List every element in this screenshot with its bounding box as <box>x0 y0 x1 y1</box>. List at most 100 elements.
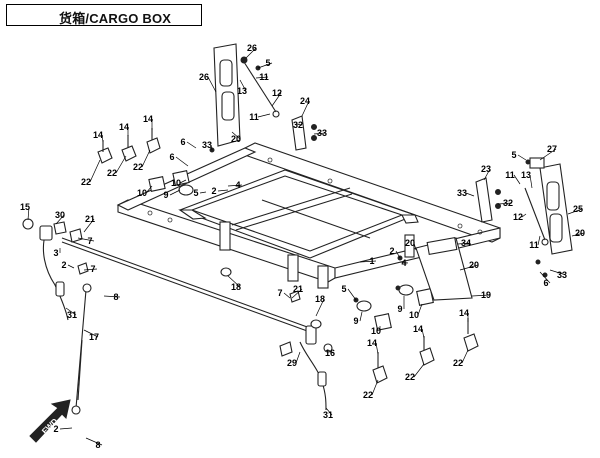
part-callout-11: 11 <box>259 72 269 82</box>
part-callout-32: 32 <box>293 120 303 130</box>
leader-line <box>399 261 409 264</box>
part-callout-9: 9 <box>397 304 402 314</box>
part-callout-13: 13 <box>237 86 247 96</box>
part-callout-10: 10 <box>137 188 147 198</box>
part-callout-23: 23 <box>481 164 491 174</box>
part-callout-3: 3 <box>53 248 58 258</box>
part-callout-14: 14 <box>93 130 103 140</box>
tail-light-right <box>524 157 573 255</box>
part-callout-22: 22 <box>81 177 91 187</box>
part-callout-22: 22 <box>453 358 463 368</box>
leader-line <box>227 275 241 288</box>
part-callout-22: 22 <box>363 390 373 400</box>
leader-line <box>521 213 527 218</box>
part-callout-30: 30 <box>55 210 65 220</box>
leader-line <box>567 208 583 215</box>
leader-lines <box>27 47 585 446</box>
leader-line <box>325 407 333 416</box>
part-callout-6: 6 <box>180 137 185 147</box>
leader-line <box>571 232 585 237</box>
part-callout-4: 4 <box>235 180 240 190</box>
part-callout-5: 5 <box>511 150 516 160</box>
part-callout-4: 4 <box>401 258 406 268</box>
part-callout-2: 2 <box>389 246 394 256</box>
leader-line <box>465 192 475 197</box>
part-callout-13: 13 <box>521 170 531 180</box>
part-callout-25: 25 <box>573 204 583 214</box>
leader-line <box>239 79 247 92</box>
part-callout-11: 11 <box>505 170 515 180</box>
leader-line <box>461 349 469 364</box>
part-callout-33: 33 <box>202 140 212 150</box>
leader-line <box>539 148 557 161</box>
leader-line <box>471 294 491 297</box>
part-callout-22: 22 <box>107 168 117 178</box>
leader-line <box>375 342 379 355</box>
leader-line <box>89 159 101 183</box>
part-callout-17: 17 <box>89 332 99 342</box>
part-callout-34: 34 <box>461 238 471 248</box>
part-callout-9: 9 <box>353 316 358 326</box>
part-callout-31: 31 <box>323 410 333 420</box>
part-callout-27: 27 <box>547 144 557 154</box>
diagram-title: 货箱/CARGO BOX <box>59 11 172 26</box>
leader-line <box>257 62 273 69</box>
leader-line <box>59 427 73 430</box>
leader-line <box>359 260 377 263</box>
leader-line <box>103 295 121 298</box>
part-callout-11: 11 <box>249 112 259 122</box>
leader-line <box>115 155 127 174</box>
leader-line <box>283 292 291 299</box>
part-callout-15: 15 <box>20 202 30 212</box>
leader-line <box>231 131 241 140</box>
leader-line <box>227 184 243 187</box>
hinge-bracket-left <box>291 115 317 151</box>
leader-line <box>315 298 325 317</box>
part-callout-21: 21 <box>85 214 95 224</box>
part-callout-9: 9 <box>163 190 168 200</box>
part-callout-33: 33 <box>557 270 567 280</box>
leader-line <box>83 329 99 338</box>
part-callout-7: 7 <box>277 288 282 298</box>
part-callout-8: 8 <box>95 440 100 450</box>
part-callout-20: 20 <box>231 134 241 144</box>
title-box: 货箱/CARGO BOX <box>6 4 202 26</box>
leader-line <box>77 237 95 242</box>
leader-line <box>459 264 479 271</box>
leader-line <box>395 250 401 259</box>
striker-plates <box>148 170 434 331</box>
part-callout-8: 8 <box>113 292 118 302</box>
part-callout-24: 24 <box>300 96 310 106</box>
leader-line <box>67 264 75 269</box>
part-callout-12: 12 <box>513 212 523 222</box>
leader-line <box>217 189 229 192</box>
leader-line <box>517 154 527 161</box>
part-callout-14: 14 <box>413 324 423 334</box>
rear-plate <box>415 237 473 301</box>
release-cable-right <box>279 325 327 411</box>
leader-line <box>539 271 551 284</box>
leader-line <box>295 351 301 364</box>
leader-line <box>313 132 327 135</box>
leader-line <box>257 113 271 118</box>
part-callout-21: 21 <box>293 284 303 294</box>
leader-line <box>141 149 151 168</box>
leader-line <box>497 202 513 205</box>
leader-line <box>327 349 335 354</box>
leader-line <box>295 123 303 126</box>
leader-line <box>413 242 417 251</box>
part-callout-31: 31 <box>67 310 77 320</box>
leader-line <box>301 100 310 117</box>
leader-line <box>83 218 95 233</box>
leader-line <box>27 206 30 221</box>
hinge-bracket-right <box>475 177 501 223</box>
part-callout-6: 6 <box>169 152 174 162</box>
leader-line <box>207 76 217 93</box>
part-callout-2: 2 <box>61 260 66 270</box>
part-callout-20: 20 <box>575 228 585 238</box>
leader-line <box>513 174 521 185</box>
leader-line <box>85 437 103 446</box>
leader-line <box>245 47 257 59</box>
leader-line <box>199 191 207 194</box>
